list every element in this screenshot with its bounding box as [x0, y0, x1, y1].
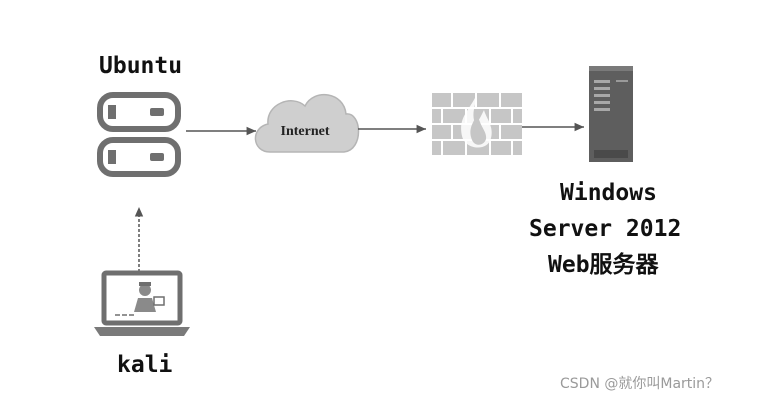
server-label-line1: Windows — [560, 180, 657, 206]
kali-label: kali — [117, 352, 173, 378]
server-label-line2: Server 2012 — [529, 216, 682, 242]
firewall-icon — [432, 93, 522, 155]
cloud-icon — [254, 93, 360, 153]
server-rack-icon — [97, 92, 181, 177]
ubuntu-label: Ubuntu — [99, 53, 183, 79]
laptop-icon — [94, 270, 190, 336]
watermark: CSDN @就你叫Martin？ — [560, 376, 720, 392]
server-label-line3: Web服务器 — [548, 252, 659, 278]
tower-server-icon — [589, 66, 633, 162]
internet-label: Internet — [281, 124, 330, 139]
